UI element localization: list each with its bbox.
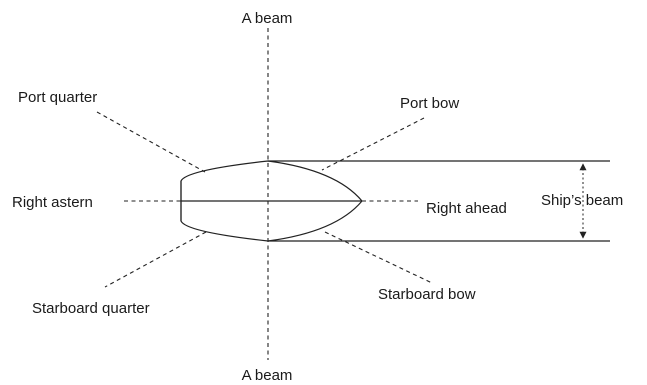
beam-top-label: A beam	[242, 10, 293, 27]
starboard-bow-line	[324, 231, 433, 284]
starboard-bow-label: Starboard bow	[378, 286, 476, 303]
starboard-quarter-label: Starboard quarter	[32, 300, 150, 317]
right-astern-label: Right astern	[12, 194, 93, 211]
port-quarter-label: Port quarter	[18, 89, 97, 106]
port-quarter-line	[96, 111, 206, 173]
port-bow-label: Port bow	[400, 95, 459, 112]
port-bow-line	[321, 117, 425, 171]
ships-beam-label: Ship’s beam	[541, 192, 623, 209]
starboard-quarter-line	[104, 231, 207, 288]
right-ahead-label: Right ahead	[426, 200, 507, 217]
beam-bottom-label: A beam	[242, 367, 293, 384]
